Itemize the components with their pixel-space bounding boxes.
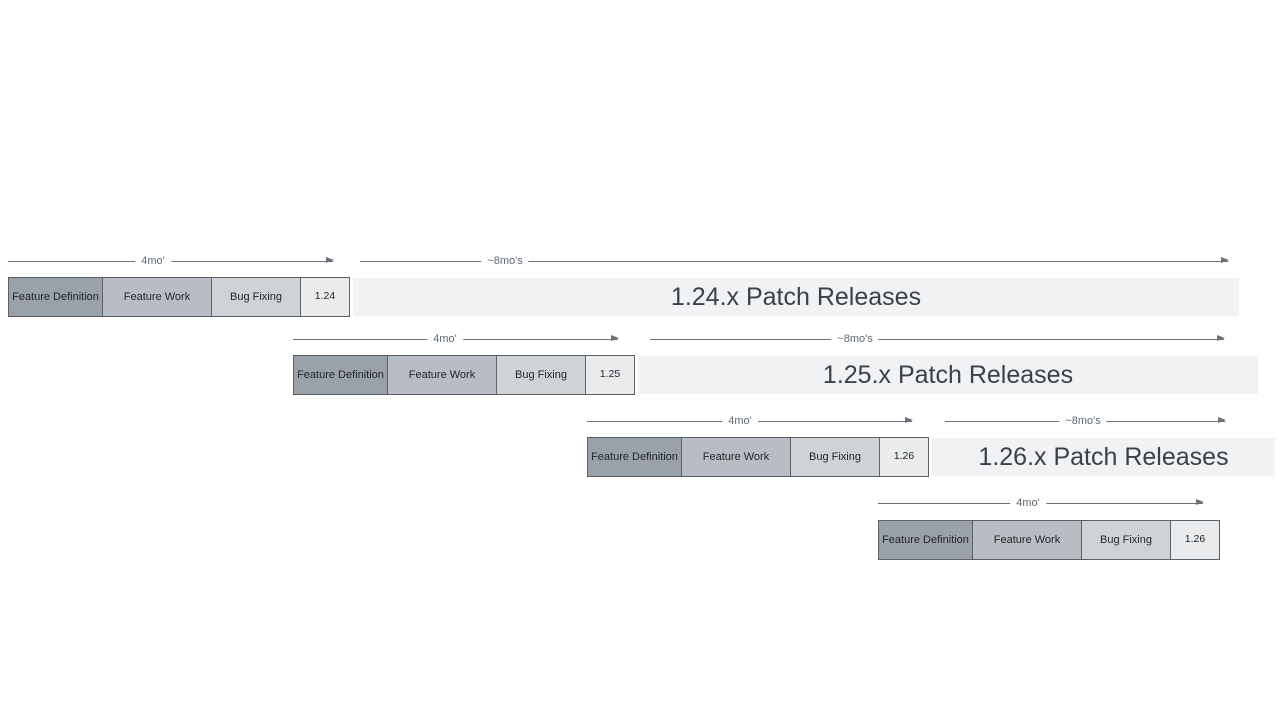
version-label: 1.25: [599, 368, 621, 381]
phase-box-feature-work: Feature Work: [387, 355, 497, 395]
cycle-duration-label: 4mo': [135, 253, 171, 269]
phase-box-feature-definition: Feature Definition: [587, 437, 682, 477]
version-label: 1.24: [314, 290, 336, 303]
phase-box-feature-work: Feature Work: [102, 277, 212, 317]
patch-releases-band: 1.24.x Patch Releases: [353, 278, 1239, 316]
patch-releases-label: 1.25.x Patch Releases: [822, 360, 1074, 389]
phase-label-feature-definition: Feature Definition: [297, 368, 384, 381]
patch-duration-label: ~8mo's: [481, 253, 529, 269]
cycle-duration-label: 4mo': [722, 413, 758, 429]
patch-duration-label: ~8mo's: [1059, 413, 1107, 429]
version-box: 1.26: [879, 437, 929, 477]
phase-box-feature-definition: Feature Definition: [293, 355, 388, 395]
version-box: 1.26: [1170, 520, 1220, 560]
patch-duration-arrow: ~8mo's: [360, 253, 1229, 269]
phase-box-bug-fixing: Bug Fixing: [790, 437, 880, 477]
cycle-duration-arrow: 4mo': [293, 331, 619, 347]
phase-label-bug-fixing: Bug Fixing: [809, 450, 861, 463]
patch-releases-band: 1.26.x Patch Releases: [932, 438, 1275, 476]
patch-releases-band: 1.25.x Patch Releases: [638, 356, 1258, 394]
phase-label-bug-fixing: Bug Fixing: [1100, 533, 1152, 546]
phase-label-feature-work: Feature Work: [993, 533, 1061, 546]
phase-boxes: Feature Definition Feature Work Bug Fixi…: [293, 355, 635, 395]
phase-label-feature-work: Feature Work: [123, 290, 191, 303]
phase-label-feature-definition: Feature Definition: [882, 533, 969, 546]
phase-boxes: Feature Definition Feature Work Bug Fixi…: [878, 520, 1220, 560]
cycle-duration-label: 4mo': [1010, 495, 1046, 511]
phase-box-bug-fixing: Bug Fixing: [496, 355, 586, 395]
phase-box-feature-definition: Feature Definition: [878, 520, 973, 560]
cycle-duration-arrow: 4mo': [587, 413, 913, 429]
version-label: 1.26: [893, 450, 915, 463]
phase-box-feature-work: Feature Work: [972, 520, 1082, 560]
patch-releases-label: 1.24.x Patch Releases: [670, 282, 922, 311]
phase-label-feature-work: Feature Work: [408, 368, 476, 381]
cycle-duration-arrow: 4mo': [878, 495, 1204, 511]
version-box: 1.25: [585, 355, 635, 395]
phase-label-feature-definition: Feature Definition: [12, 290, 99, 303]
patch-duration-arrow: ~8mo's: [650, 331, 1225, 347]
patch-duration-label: ~8mo's: [831, 331, 879, 347]
phase-boxes: Feature Definition Feature Work Bug Fixi…: [8, 277, 350, 317]
phase-label-feature-definition: Feature Definition: [591, 450, 678, 463]
phase-boxes: Feature Definition Feature Work Bug Fixi…: [587, 437, 929, 477]
version-label: 1.26: [1184, 533, 1206, 546]
phase-box-feature-definition: Feature Definition: [8, 277, 103, 317]
phase-box-feature-work: Feature Work: [681, 437, 791, 477]
phase-label-bug-fixing: Bug Fixing: [515, 368, 567, 381]
patch-duration-arrow: ~8mo's: [945, 413, 1226, 429]
cycle-duration-arrow: 4mo': [8, 253, 334, 269]
phase-label-bug-fixing: Bug Fixing: [230, 290, 282, 303]
phase-box-bug-fixing: Bug Fixing: [211, 277, 301, 317]
cycle-duration-label: 4mo': [427, 331, 463, 347]
version-box: 1.24: [300, 277, 350, 317]
patch-releases-label: 1.26.x Patch Releases: [978, 442, 1229, 471]
phase-box-bug-fixing: Bug Fixing: [1081, 520, 1171, 560]
phase-label-feature-work: Feature Work: [702, 450, 770, 463]
